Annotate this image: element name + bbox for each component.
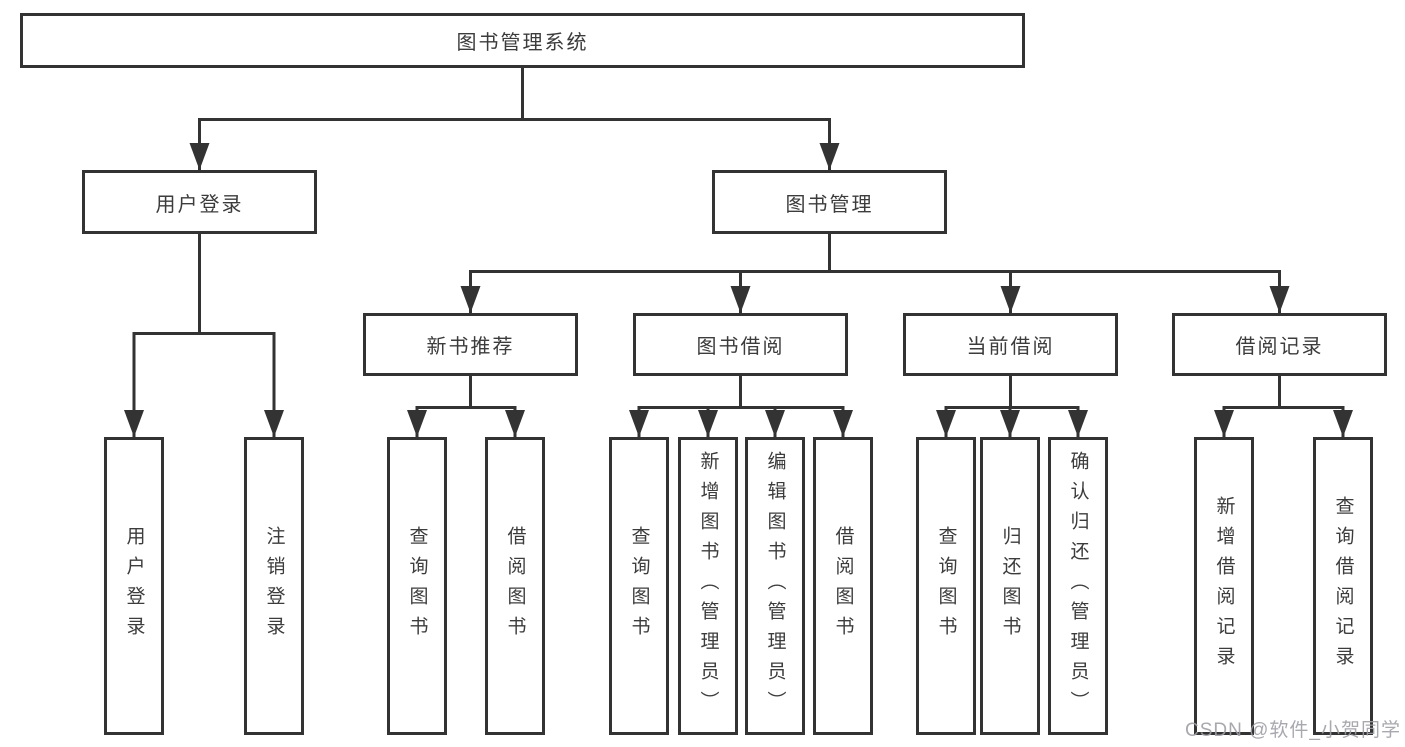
leaf-label: 查询图书 [628, 526, 650, 646]
node-user-login: 用户登录 [82, 170, 317, 234]
node-leaf-return-books: 归还图书 [980, 437, 1040, 735]
node-leaf-borrow-books: 借阅图书 [813, 437, 873, 735]
node-borrow-records: 借阅记录 [1172, 313, 1387, 376]
leaf-label: 查询图书 [935, 526, 957, 646]
node-leaf-query-books: 查询图书 [609, 437, 669, 735]
node-leaf-query-borrow-record: 查询借阅记录 [1313, 437, 1373, 735]
leaf-label: 查询借阅记录 [1332, 496, 1354, 676]
leaf-label: 借阅图书 [832, 526, 854, 646]
connector-user-login-group [134, 234, 274, 335]
leaf-label: 查询图书 [406, 526, 428, 646]
connector-borrow-records-group [1224, 376, 1343, 409]
node-current-borrow: 当前借阅 [903, 313, 1118, 376]
node-leaf-edit-books-admin: 编辑图书（管理员） [745, 437, 805, 735]
node-leaf-query-books: 查询图书 [916, 437, 976, 735]
connector-root-to-level2 [199, 68, 830, 121]
leaf-label: 确认归还（管理员） [1067, 451, 1089, 721]
node-leaf-query-books: 查询图书 [387, 437, 447, 735]
leaf-label: 用户登录 [123, 526, 145, 646]
node-book-borrow: 图书借阅 [633, 313, 848, 376]
leaf-label: 注销登录 [263, 526, 285, 646]
leaf-label: 归还图书 [999, 526, 1021, 646]
csdn-watermark: CSDN @软件_小贺同学 [1185, 720, 1401, 741]
node-leaf-add-borrow-record: 新增借阅记录 [1194, 437, 1254, 735]
node-leaf-confirm-return-admin: 确认归还（管理员） [1048, 437, 1108, 735]
connector-book-borrow-group [639, 376, 843, 409]
leaf-label: 借阅图书 [504, 526, 526, 646]
connector-current-borrow-group [946, 376, 1078, 409]
node-root-system: 图书管理系统 [20, 13, 1025, 68]
leaf-label: 编辑图书（管理员） [764, 451, 786, 721]
node-book-management: 图书管理 [712, 170, 947, 234]
connector-new-book-group [417, 376, 515, 409]
leaf-label: 新增借阅记录 [1213, 496, 1235, 676]
node-new-book-recommend: 新书推荐 [363, 313, 578, 376]
leaf-label: 新增图书（管理员） [697, 451, 719, 721]
node-leaf-add-books-admin: 新增图书（管理员） [678, 437, 738, 735]
node-leaf-user-login: 用户登录 [104, 437, 164, 735]
node-leaf-borrow-books: 借阅图书 [485, 437, 545, 735]
node-leaf-logout: 注销登录 [244, 437, 304, 735]
connector-book-management-group [470, 234, 1280, 273]
